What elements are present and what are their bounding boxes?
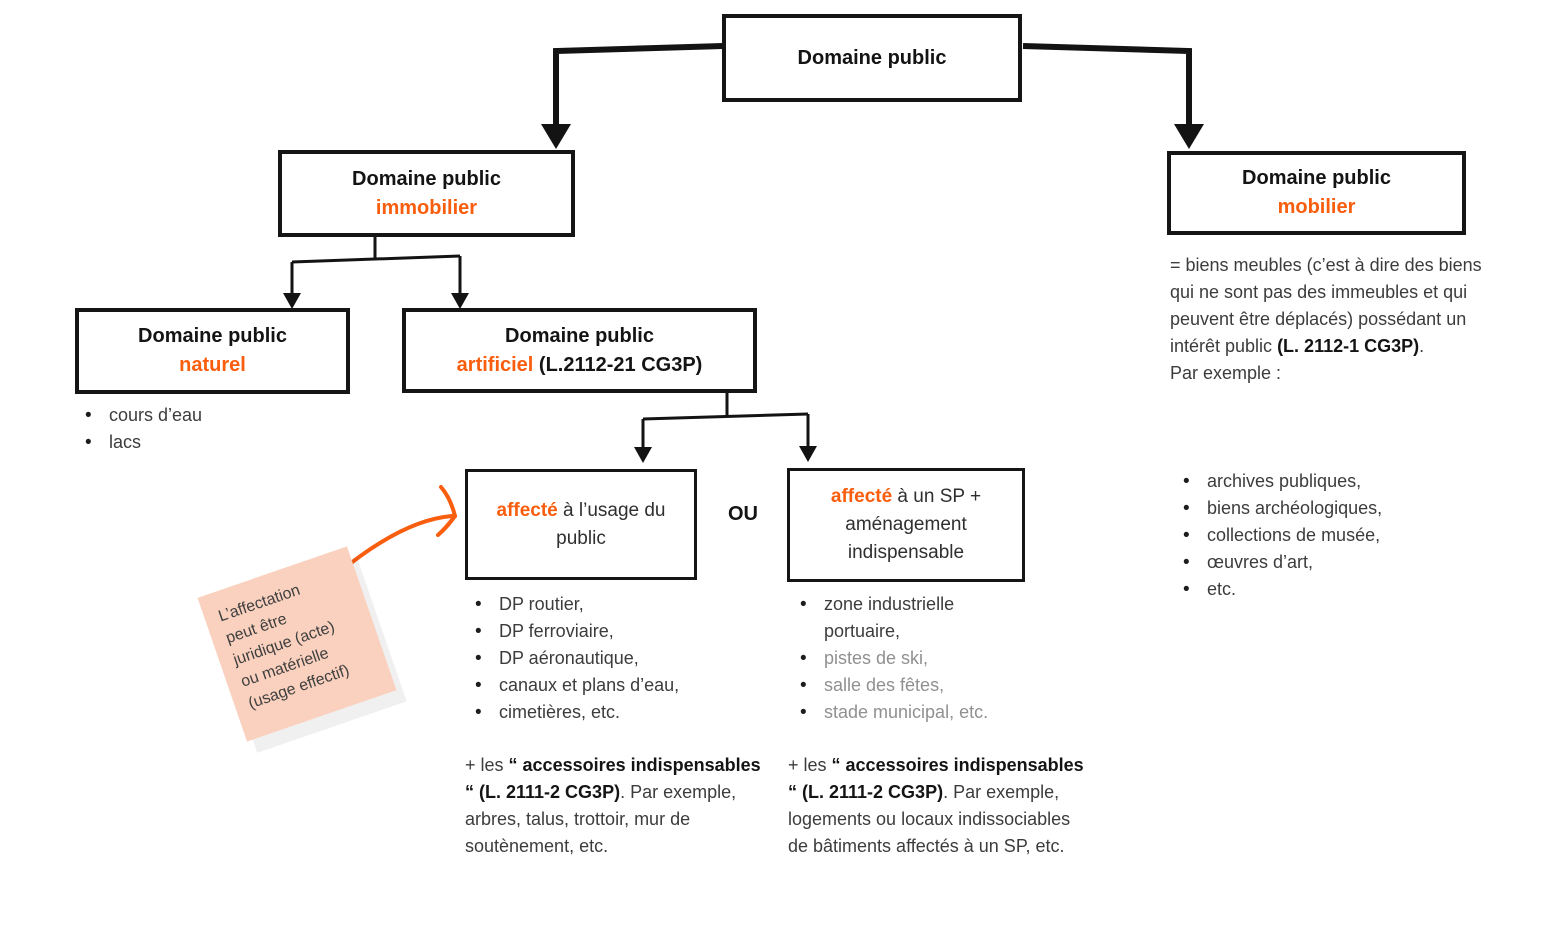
crossbar-artificiel	[642, 412, 809, 421]
list-item: DP ferroviaire,	[465, 618, 750, 645]
box-affecte-usage-public: affecté à l’usage du public	[465, 469, 697, 580]
mobilier-examples-list: archives publiques, biens archéologiques…	[1173, 468, 1473, 603]
acc-suffix: . Par exemple, logements ou locaux indis…	[788, 782, 1071, 856]
box-domaine-public-artificiel: Domaine public artificiel (L.2112-21 CG3…	[402, 308, 757, 393]
acc-bold: “ accessoires indispensables “ (L. 2111-…	[465, 755, 761, 802]
arrowhead-icon	[1174, 124, 1204, 149]
box-naturel-accent: naturel	[179, 354, 246, 376]
mobilier-definition-paragraph: = biens meubles (c’est à dire des biens …	[1170, 252, 1485, 387]
list-item: etc.	[1173, 576, 1473, 603]
mobilier-example-label: Par exemple :	[1170, 363, 1282, 383]
box-immobilier-line1: Domaine public	[352, 167, 501, 190]
crossbar-immobilier	[291, 254, 461, 264]
box-artificiel-accent: artificiel	[456, 353, 534, 376]
def-text: = biens meubles (c’est à dire des biens …	[1170, 255, 1482, 356]
arrowhead-icon	[451, 293, 469, 309]
list-item: biens archéologiques,	[1173, 495, 1473, 522]
box-affecte-sp-text: affecté à un SP + aménagement indispensa…	[800, 483, 1012, 567]
acc-suffix: . Par exemple, arbres, talus, trottoir, …	[465, 782, 737, 856]
mobilier-definition-text: = biens meubles (c’est à dire des biens …	[1170, 252, 1485, 360]
arrowhead-icon	[541, 124, 571, 149]
list-item: pistes de ski,	[790, 645, 1030, 672]
box-artificiel-ref: (L.2112-21 CG3P)	[533, 353, 703, 376]
list-item: collections de musée,	[1173, 522, 1473, 549]
list-item: canaux et plans d’eau,	[465, 672, 750, 699]
affecte-accent: affecté	[496, 499, 558, 521]
list-item: DP aéronautique,	[465, 645, 750, 672]
acc-prefix: + les	[465, 755, 509, 775]
box-affecte-usage-text: affecté à l’usage du public	[478, 497, 684, 553]
list-item: zone industrielle portuaire,	[790, 591, 1030, 645]
list-item: cimetières, etc.	[465, 699, 750, 726]
box-mobilier-accent: mobilier	[1277, 196, 1356, 218]
affecte-accent: affecté	[830, 486, 893, 507]
box-naturel-line1: Domaine public	[138, 325, 287, 347]
box-domaine-public-label: Domaine public	[797, 46, 947, 69]
box-domaine-public-immobilier: Domaine public immobilier	[278, 150, 575, 237]
list-item: cours d’eau	[75, 402, 345, 429]
box-artificiel-line2: artificiel (L.2112-21 CG3P)	[457, 351, 703, 380]
box-domaine-public: Domaine public	[722, 14, 1022, 102]
arrow-root-to-mobilier	[1022, 43, 1192, 128]
box-domaine-public-naturel: Domaine public naturel	[75, 308, 350, 394]
list-item: lacs	[75, 429, 345, 456]
hand-drawn-arrow-icon	[334, 485, 457, 577]
list-item: œuvres d’art,	[1173, 549, 1473, 576]
acc-prefix: + les	[788, 755, 832, 775]
box-mobilier-line1: Domaine public	[1242, 167, 1391, 189]
or-connector-label: OU	[728, 503, 758, 525]
naturel-examples-list: cours d’eau lacs	[75, 402, 345, 456]
def-ref-bold: (L. 2112-1 CG3P)	[1277, 336, 1420, 356]
list-item: salle des fêtes,	[790, 672, 1030, 699]
arrowhead-icon	[634, 447, 652, 463]
arrowhead-icon	[799, 446, 817, 462]
acc-bold: “ accessoires indispensables “ (L. 2111-…	[788, 755, 1084, 802]
box-artificiel-line1: Domaine public	[505, 324, 654, 347]
affecte-rest: à l’usage du public	[556, 499, 666, 549]
arrow-root-to-immobilier	[553, 43, 724, 128]
sticky-note: L’affectation peut être juridique (acte)…	[197, 546, 397, 742]
box-affecte-sp: affecté à un SP + aménagement indispensa…	[787, 468, 1025, 582]
list-item: stade municipal, etc.	[790, 699, 1030, 726]
def-period: .	[1419, 336, 1425, 356]
usage-examples-list: DP routier, DP ferroviaire, DP aéronauti…	[465, 591, 750, 726]
box-domaine-public-mobilier: Domaine public mobilier	[1167, 151, 1466, 235]
usage-accessoires-paragraph: + les “ accessoires indispensables “ (L.…	[465, 752, 765, 860]
arrowhead-icon	[283, 293, 301, 309]
sp-accessoires-paragraph: + les “ accessoires indispensables “ (L.…	[788, 752, 1093, 860]
box-immobilier-accent: immobilier	[375, 196, 478, 219]
affecte-rest: à un SP + aménagement indispensable	[845, 486, 982, 563]
list-item: archives publiques,	[1173, 468, 1473, 495]
sp-examples-list: zone industrielle portuaire, pistes de s…	[790, 591, 1030, 726]
list-item: DP routier,	[465, 591, 750, 618]
